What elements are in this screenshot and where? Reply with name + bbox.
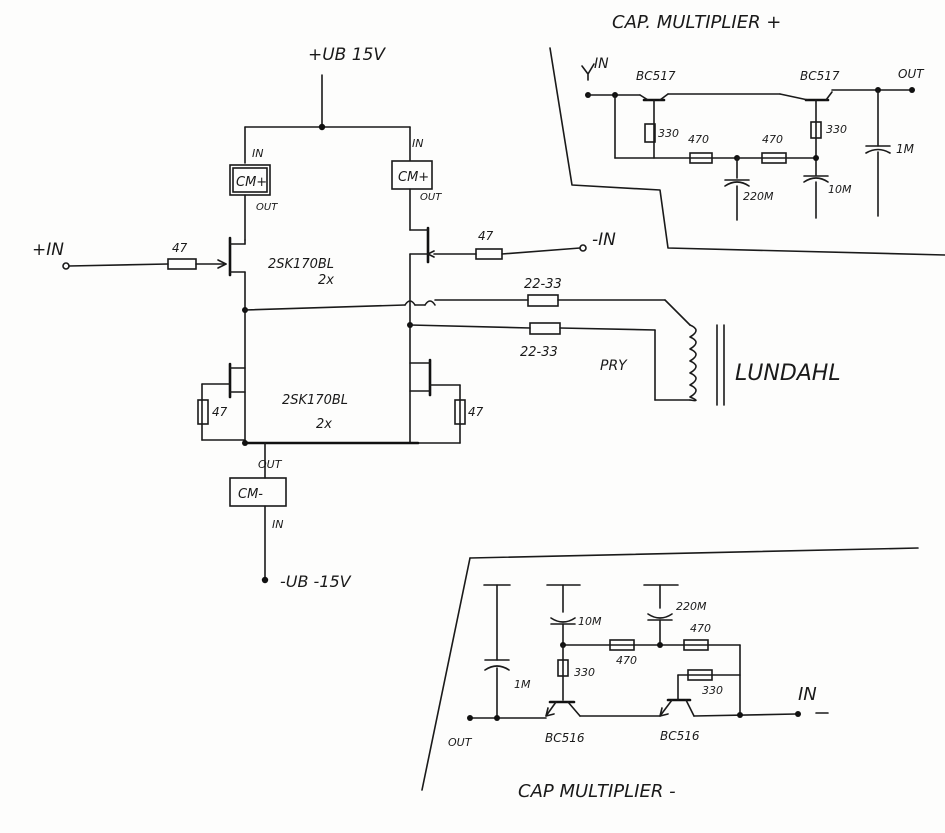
- r-out-top-label: 22-33: [524, 277, 562, 292]
- supply-pos-label: +UB 15V: [308, 45, 386, 65]
- cap-plus-r4-label: 330: [826, 123, 847, 136]
- fet-bottom-count: 2x: [316, 417, 332, 432]
- input-neg-label: -IN: [592, 230, 616, 250]
- cap-minus-out-label: OUT: [448, 736, 473, 749]
- transformer-primary: [689, 324, 697, 402]
- cap-multiplier-minus: CAP MULTIPLIER - 1M 10M 220M 470 470 330: [421, 547, 919, 802]
- main-amplifier: +UB 15V IN CM+ OUT IN CM+ OUT +IN 47: [32, 45, 841, 591]
- cm-right-in-label: IN: [412, 137, 423, 150]
- cm-minus-label: CM-: [238, 487, 263, 502]
- cap-plus-r4: [810, 121, 822, 139]
- input-neg-terminal: [579, 244, 587, 252]
- cap-minus-r2-label: 470: [616, 654, 637, 667]
- cap-minus-title: CAP MULTIPLIER -: [518, 781, 676, 802]
- input-pos-terminal: [62, 262, 70, 270]
- cm-plus-right-label: CM+: [398, 170, 429, 185]
- r-source-right: [454, 399, 466, 425]
- cap-minus-q2-label: BC516: [660, 729, 700, 743]
- r-gate-right-label: 47: [478, 229, 494, 243]
- fet-top-label: 2SK170BL: [268, 257, 334, 272]
- cap-minus-r2: [609, 639, 635, 651]
- cap-minus-r3: [683, 639, 709, 651]
- cm-right-out-label: OUT: [420, 192, 442, 203]
- r-source-right-label: 47: [468, 405, 484, 419]
- cap-minus-c3-label: 1M: [514, 678, 531, 691]
- cap-plus-r2-label: 470: [688, 133, 709, 146]
- cm-left-out-label: OUT: [256, 202, 278, 213]
- cm-neg-out-label: OUT: [258, 458, 283, 471]
- cap-multiplier-plus: CAP. MULTIPLIER + IN BC517 330 470 220M …: [549, 12, 945, 256]
- cap-plus-c3-label: 1M: [896, 142, 915, 156]
- r-gate-left-label: 47: [172, 241, 188, 255]
- cap-plus-c1-label: 220M: [743, 190, 774, 203]
- supply-neg-label: -UB -15V: [280, 572, 352, 591]
- r-gate-left: [167, 258, 197, 270]
- cap-minus-c1-label: 10M: [578, 615, 602, 628]
- cm-minus: [229, 477, 287, 507]
- cap-minus-r1-label: 330: [574, 666, 595, 679]
- cap-plus-r1-label: 330: [658, 127, 679, 140]
- r-gate-right: [475, 248, 503, 260]
- cm-left-in-label: IN: [252, 147, 263, 160]
- cap-plus-q1-label: BC517: [636, 69, 676, 83]
- r-source-left: [197, 399, 209, 425]
- cm-plus-left: [229, 164, 271, 196]
- r-source-left-label: 47: [212, 405, 228, 419]
- cap-plus-r3: [761, 152, 787, 164]
- primary-label: PRY: [600, 358, 628, 374]
- cap-plus-out-label: OUT: [898, 67, 925, 81]
- cap-plus-r3-label: 470: [762, 133, 783, 146]
- cm-plus-right: [391, 160, 433, 190]
- cm-neg-in-label: IN: [272, 518, 283, 531]
- cap-plus-q2-label: BC517: [800, 69, 840, 83]
- r-out-top: [527, 294, 559, 307]
- cap-minus-in-label: IN: [798, 684, 817, 705]
- r-out-bottom-label: 22-33: [520, 345, 558, 360]
- r-out-bottom: [529, 322, 561, 335]
- cap-plus-r2: [689, 152, 713, 164]
- cap-minus-r4-label: 330: [702, 684, 723, 697]
- transformer-label: LUNDAHL: [735, 361, 841, 386]
- cap-minus-r4: [687, 669, 713, 681]
- cap-plus-title: CAP. MULTIPLIER +: [612, 12, 781, 33]
- input-pos-label: +IN: [32, 240, 64, 260]
- cm-plus-left-label: CM+: [236, 175, 267, 190]
- cap-plus-r1: [644, 123, 656, 143]
- cap-plus-c2-label: 10M: [828, 183, 852, 196]
- cap-minus-r3-label: 470: [690, 622, 711, 635]
- fet-top-count: 2x: [318, 273, 334, 288]
- cap-minus-r1: [557, 659, 569, 677]
- cap-minus-c2-label: 220M: [676, 600, 707, 613]
- cap-minus-q1-label: BC516: [545, 731, 585, 745]
- cap-plus-in-label: IN: [594, 56, 609, 72]
- fet-bottom-label: 2SK170BL: [282, 393, 348, 408]
